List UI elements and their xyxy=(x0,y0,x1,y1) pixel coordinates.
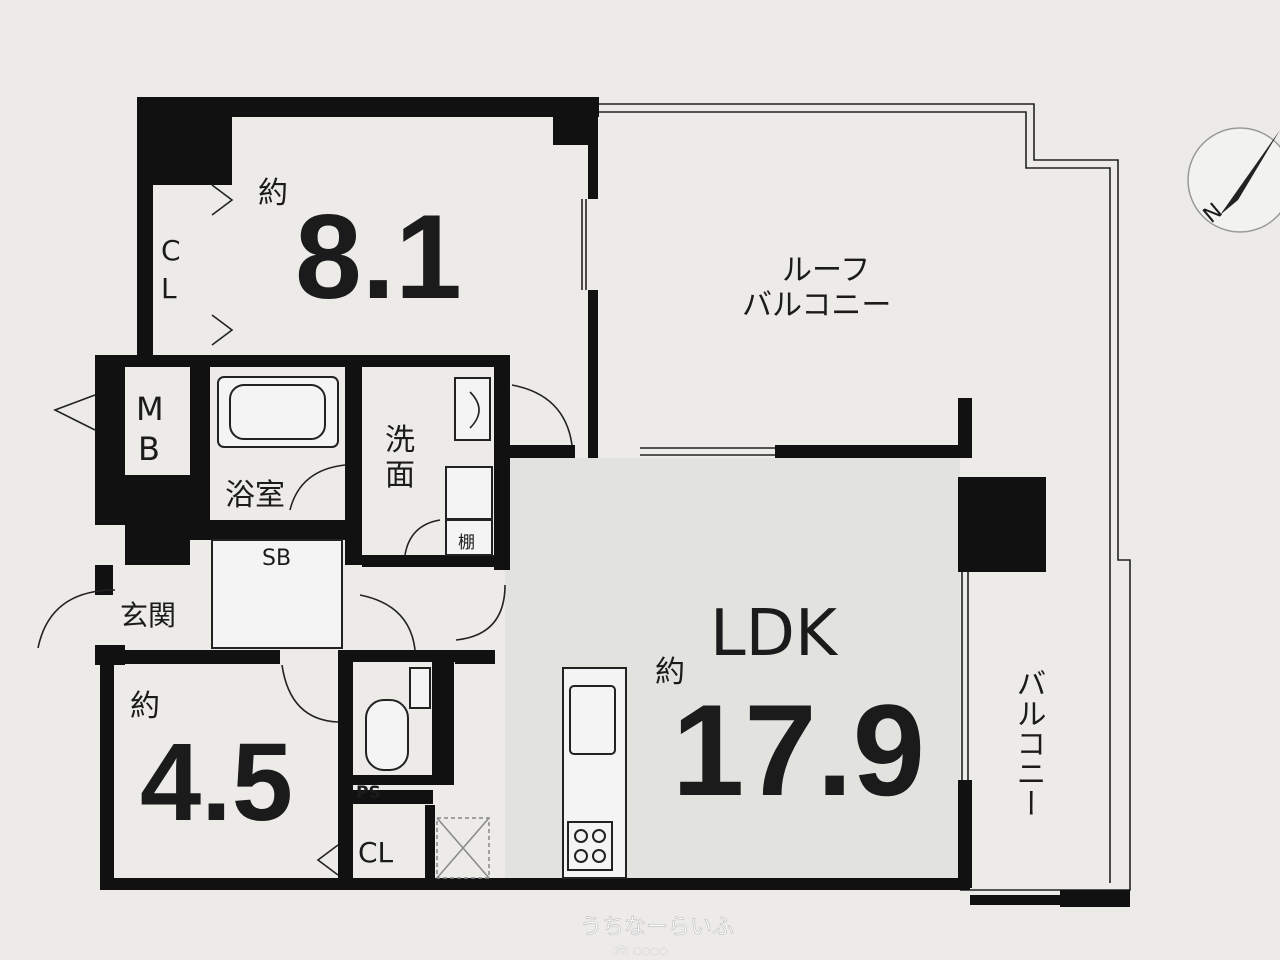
roof-balcony-outline xyxy=(598,103,1131,891)
kitchen-sink xyxy=(569,685,616,755)
compass-arrow-icon xyxy=(1220,130,1280,215)
closet1-line2: L xyxy=(161,272,177,305)
watermark-subtext: (株) ○○○○ xyxy=(612,944,668,957)
closet1-line1: C xyxy=(161,234,181,267)
shoe-box-area xyxy=(211,539,343,649)
wash-basin xyxy=(454,377,491,441)
meter-box-line1: M xyxy=(136,390,164,428)
entrance-label: 玄関 xyxy=(120,599,176,632)
ldk-size: 17.9 xyxy=(672,677,925,823)
toilet xyxy=(365,699,409,771)
bathtub-inner xyxy=(229,384,326,440)
door-swings xyxy=(37,184,573,876)
shelf-box xyxy=(445,519,493,556)
walls xyxy=(95,97,1130,907)
balcony-label: バルコニー xyxy=(1011,668,1046,818)
ldk-prefix: 約 xyxy=(655,655,685,690)
room1-size: 8.1 xyxy=(295,190,462,324)
washroom-line2: 面 xyxy=(385,458,415,493)
shelf-label: 棚 xyxy=(458,533,475,553)
room2-prefix: 約 xyxy=(130,689,160,724)
bathroom-label: 浴室 xyxy=(225,478,285,513)
roof-balcony-line2: バルコニー xyxy=(742,288,891,323)
watermark-text: うちなーらいふ xyxy=(580,915,734,940)
shoe-box-label: SB xyxy=(262,546,291,571)
room2-size: 4.5 xyxy=(140,721,293,844)
pipe-space-label: PS xyxy=(356,783,381,803)
washroom-line1: 洗 xyxy=(385,423,415,458)
compass-dial xyxy=(1187,127,1280,233)
toilet-sink xyxy=(409,667,431,709)
meter-box-line2: B xyxy=(138,430,160,468)
stove xyxy=(567,821,613,871)
room1-prefix: 約 xyxy=(258,176,288,211)
closet2-label: CL xyxy=(358,836,394,869)
washing-machine-space xyxy=(445,466,493,520)
fixtures xyxy=(211,376,627,879)
roof-balcony-line1: ルーフ xyxy=(782,253,870,288)
ldk-name: LDK xyxy=(710,597,839,671)
compass: N xyxy=(1187,127,1280,233)
